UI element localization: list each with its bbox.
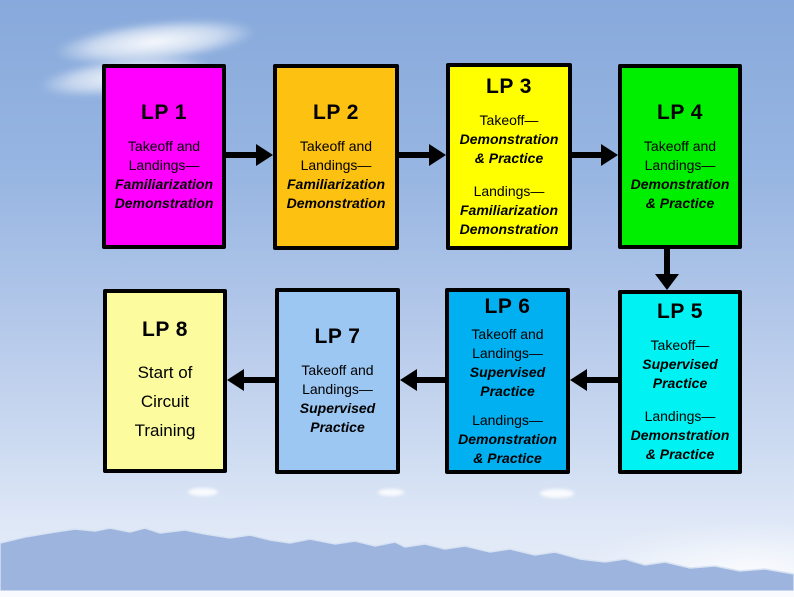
arrow-shaft bbox=[242, 377, 275, 383]
box-lp3: LP 3 Takeoff— Demonstration & Practice L… bbox=[446, 63, 572, 250]
box-lp6-line: Demonstration bbox=[458, 430, 557, 447]
arrow-head-icon bbox=[227, 369, 244, 391]
cloud-icon bbox=[188, 488, 218, 496]
box-lp4: LP 4 Takeoff and Landings— Demonstration… bbox=[618, 64, 742, 249]
arrow-lp1-to-lp2 bbox=[226, 144, 273, 166]
box-lp2-line: Demonstration bbox=[286, 195, 386, 211]
box-lp6-line: Takeoff and bbox=[471, 325, 544, 342]
arrow-shaft bbox=[399, 152, 431, 158]
arrow-shaft bbox=[226, 152, 258, 158]
arrow-lp4-to-lp5 bbox=[655, 249, 679, 290]
box-lp8: LP 8 Start of Circuit Training bbox=[103, 289, 227, 473]
arrow-shaft bbox=[585, 377, 618, 383]
box-lp2-line: Familiarization bbox=[286, 176, 386, 192]
cloud-icon bbox=[378, 489, 404, 496]
box-lp6-line: Practice bbox=[480, 382, 535, 399]
box-lp7: LP 7 Takeoff and Landings— Supervised Pr… bbox=[275, 288, 400, 474]
arrow-shaft bbox=[415, 377, 445, 383]
box-lp6-line: Landings— bbox=[472, 411, 543, 428]
box-lp2-line: Takeoff and bbox=[299, 138, 373, 154]
box-lp1-line: Landings— bbox=[128, 156, 200, 173]
box-lp1-line: Takeoff and bbox=[127, 137, 201, 154]
box-lp7-line: Supervised bbox=[299, 400, 376, 416]
arrow-lp5-to-lp6 bbox=[570, 369, 618, 391]
box-lp3-line: Demonstration bbox=[459, 130, 559, 147]
box-lp1-title: LP 1 bbox=[141, 100, 187, 124]
box-lp2-title: LP 2 bbox=[313, 101, 359, 124]
box-lp6-title: LP 6 bbox=[484, 294, 531, 318]
box-lp5-line: Practice bbox=[652, 375, 708, 391]
box-lp3-line: Takeoff— bbox=[479, 111, 539, 128]
box-lp5-line: & Practice bbox=[645, 446, 715, 462]
arrow-head-icon bbox=[601, 144, 618, 166]
box-lp5-title: LP 5 bbox=[657, 300, 703, 323]
box-lp8-line: Training bbox=[134, 420, 196, 440]
box-lp5-line: Supervised bbox=[642, 356, 718, 372]
box-lp3-line: & Practice bbox=[474, 149, 544, 166]
box-lp7-line: Landings— bbox=[302, 381, 373, 397]
box-lp2: LP 2 Takeoff and Landings— Familiarizati… bbox=[273, 64, 399, 250]
box-lp2-line: Landings— bbox=[300, 157, 372, 173]
box-lp1-line: Demonstration bbox=[114, 194, 214, 211]
box-lp3-title: LP 3 bbox=[486, 74, 532, 98]
box-lp7-line: Takeoff and bbox=[301, 362, 374, 378]
box-lp4-line: Demonstration bbox=[630, 175, 730, 192]
arrow-shaft bbox=[572, 152, 603, 158]
box-lp4-line: Landings— bbox=[644, 156, 716, 173]
box-lp1-line: Familiarization bbox=[114, 175, 214, 192]
arrow-lp3-to-lp4 bbox=[572, 144, 618, 166]
box-lp1: LP 1 Takeoff and Landings— Familiarizati… bbox=[102, 64, 226, 249]
mountain-ridge bbox=[0, 527, 794, 591]
arrow-head-icon bbox=[400, 369, 417, 391]
slide-bottom-strip bbox=[0, 591, 794, 597]
box-lp5-line: Takeoff— bbox=[650, 337, 710, 353]
arrow-lp2-to-lp3 bbox=[399, 144, 446, 166]
cloud-icon bbox=[540, 489, 574, 498]
box-lp8-line: Start of bbox=[137, 362, 193, 382]
box-lp6-line: & Practice bbox=[473, 449, 542, 466]
box-lp5: LP 5 Takeoff— Supervised Practice Landin… bbox=[618, 290, 742, 474]
box-lp8-line: Circuit bbox=[140, 391, 190, 411]
box-lp4-line: Takeoff and bbox=[643, 137, 717, 154]
arrow-shaft bbox=[664, 249, 670, 276]
box-lp3-line: Familiarization bbox=[459, 201, 559, 218]
arrow-head-icon bbox=[256, 144, 273, 166]
box-lp7-line: Practice bbox=[310, 419, 365, 435]
box-lp6-line: Landings— bbox=[472, 344, 543, 361]
box-lp4-line: & Practice bbox=[645, 194, 715, 211]
arrow-head-icon bbox=[655, 274, 679, 290]
box-lp3-line: Landings— bbox=[473, 182, 545, 199]
arrow-head-icon bbox=[429, 144, 446, 166]
arrow-lp6-to-lp7 bbox=[400, 369, 445, 391]
box-lp5-line: Demonstration bbox=[630, 427, 730, 443]
box-lp7-title: LP 7 bbox=[314, 325, 361, 348]
box-lp4-title: LP 4 bbox=[657, 100, 703, 124]
arrow-lp7-to-lp8 bbox=[227, 369, 275, 391]
box-lp6: LP 6 Takeoff and Landings— Supervised Pr… bbox=[445, 288, 570, 474]
box-lp5-line: Landings— bbox=[644, 408, 716, 424]
box-lp3-line: Demonstration bbox=[459, 220, 559, 237]
box-lp6-line: Supervised bbox=[469, 363, 546, 380]
arrow-head-icon bbox=[570, 369, 587, 391]
box-lp8-title: LP 8 bbox=[142, 317, 188, 341]
